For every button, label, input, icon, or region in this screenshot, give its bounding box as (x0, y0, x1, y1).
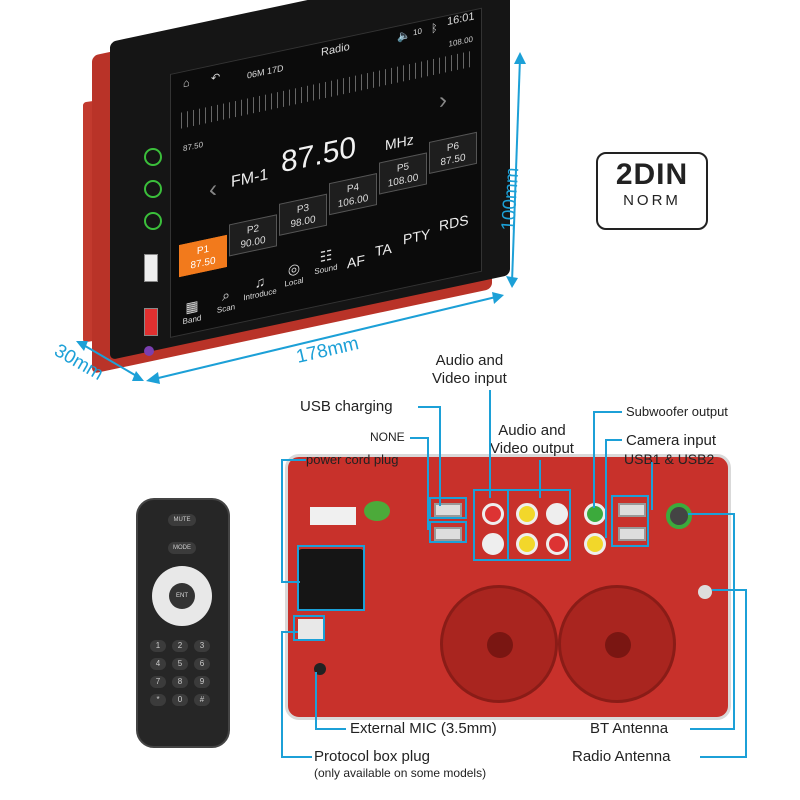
av-out-red-jack (546, 533, 568, 555)
rear-panel (285, 454, 731, 720)
side-buttons (144, 148, 162, 356)
remote-key-3[interactable]: 4 (150, 658, 166, 670)
ir-sensor (144, 346, 154, 356)
bt-antenna-label: BT Antenna (590, 720, 669, 737)
external-mic-label: External MIC (3.5mm) (350, 720, 497, 737)
av-out-white-jack (546, 503, 568, 525)
spec-sticker (310, 507, 356, 525)
highlight-none (429, 521, 467, 543)
callout-subwoofer (593, 411, 622, 508)
depth-dimension-line (79, 342, 141, 379)
callout-bt (688, 513, 735, 730)
badge-title: 2DIN (615, 158, 689, 191)
av-output-label: Audio and Video output (490, 422, 574, 457)
volume-up-side-button[interactable] (144, 180, 162, 198)
arrow-head (514, 52, 526, 64)
av-input-red-jack (482, 503, 504, 525)
remote-key-2[interactable]: 3 (194, 640, 210, 652)
highlight-usb12 (611, 495, 649, 547)
highlight-av-input (473, 489, 509, 561)
av-input-label: Audio and Video input (432, 352, 507, 387)
usb-charging-port (434, 503, 462, 517)
highlight-usb-charging (429, 497, 467, 519)
callout-radio (700, 589, 747, 758)
remote-key-6[interactable]: 7 (150, 676, 166, 688)
highlight-av-output (507, 489, 571, 561)
av-out-yellow-jack-2 (516, 533, 538, 555)
av-out-yellow-jack (516, 503, 538, 525)
remote-key-10[interactable]: 0 (172, 694, 188, 706)
remote-key-9[interactable]: * (150, 694, 166, 706)
cooling-fan-left (440, 585, 558, 703)
callout-mic (315, 672, 346, 730)
remote-key-5[interactable]: 6 (194, 658, 210, 670)
direction-pad[interactable]: ENT (152, 566, 212, 626)
radio-antenna-label: Radio Antenna (572, 748, 671, 765)
callout-power (281, 459, 306, 583)
badge-subtitle: NORM (623, 192, 681, 209)
unused-usb-port (434, 527, 462, 541)
camera-input-label: Camera input (626, 432, 717, 449)
usb2-port (618, 527, 646, 541)
power-cord-label: power cord plug (306, 452, 399, 467)
power-connector (298, 549, 364, 611)
arrow-head (506, 276, 518, 288)
width-dimension-line (149, 295, 501, 381)
usb12-label: USB1 & USB2 (624, 451, 715, 467)
usb1-port (618, 503, 646, 517)
remote-key-8[interactable]: 9 (194, 676, 210, 688)
arrow-head (146, 372, 160, 384)
usb-port (144, 254, 158, 282)
cooling-fan-right (558, 585, 676, 703)
mode-button[interactable]: MODE (168, 542, 196, 554)
callout-none (410, 437, 429, 530)
mute-button[interactable]: MUTE (168, 514, 196, 526)
arrow-head (492, 292, 504, 304)
volume-down-side-button[interactable] (144, 212, 162, 230)
remote-key-0[interactable]: 1 (150, 640, 166, 652)
home-side-button[interactable] (144, 148, 162, 166)
remote-key-7[interactable]: 8 (172, 676, 188, 688)
protocol-note: (only available on some models) (314, 766, 487, 780)
callout-usb-charging (418, 406, 441, 506)
arrow-head (76, 341, 88, 351)
camera-jack (584, 533, 606, 555)
av-input-white-jack (482, 533, 504, 555)
bt-antenna-socket (666, 503, 692, 529)
protocol-box-label: Protocol box plug (314, 748, 430, 765)
height-dimension-line (511, 57, 521, 283)
highlight-power (297, 545, 365, 611)
qc-sticker (364, 501, 390, 521)
remote-key-11[interactable]: # (194, 694, 210, 706)
radio-antenna-socket (698, 585, 712, 599)
callout-protocol (281, 631, 312, 758)
2din-badge: 2DIN NORM (596, 152, 708, 230)
subwoofer-label: Subwoofer output (626, 404, 728, 419)
highlight-protocol (293, 615, 325, 641)
remote-key-1[interactable]: 2 (172, 640, 188, 652)
none-label: NONE (370, 430, 405, 444)
protocol-connector (298, 619, 324, 639)
usb-port-charging (144, 308, 158, 336)
enter-button[interactable]: ENT (169, 583, 195, 609)
remote-key-4[interactable]: 5 (172, 658, 188, 670)
arrow-head (132, 371, 144, 381)
callout-camera (605, 439, 622, 538)
enter-label: ENT (176, 593, 188, 599)
usb-charging-label: USB charging (300, 398, 393, 415)
